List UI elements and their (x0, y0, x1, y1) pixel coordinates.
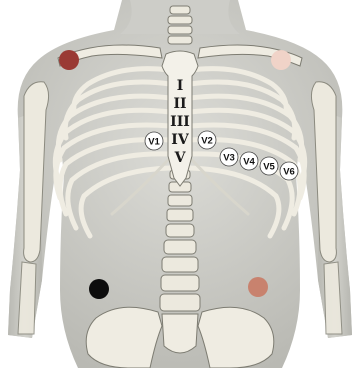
lead-v1-marker: V1 (145, 132, 163, 150)
intercostal-label-5: V (174, 150, 187, 166)
left-leg-electrode (248, 277, 268, 297)
lead-v2-label: V2 (201, 136, 213, 147)
right-leg-electrode (89, 279, 109, 299)
lead-v5-label: V5 (263, 162, 275, 173)
lead-v4-marker: V4 (240, 152, 258, 170)
lead-v4-label: V4 (243, 157, 255, 168)
lead-v6-marker: V6 (280, 162, 298, 180)
lead-v6-label: V6 (283, 167, 295, 178)
intercostal-label-1: I (177, 78, 184, 94)
intercostal-label-2: II (173, 96, 186, 112)
intercostal-label-4: IV (171, 132, 190, 148)
left-arm-electrode (271, 50, 291, 70)
right-arm-electrode (59, 50, 79, 70)
lead-v3-marker: V3 (220, 148, 238, 166)
lead-v3-label: V3 (223, 153, 235, 164)
lead-v5-marker: V5 (260, 157, 278, 175)
lead-v1-label: V1 (148, 137, 160, 148)
intercostal-label-3: III (170, 114, 190, 130)
lead-v2-marker: V2 (198, 131, 216, 149)
